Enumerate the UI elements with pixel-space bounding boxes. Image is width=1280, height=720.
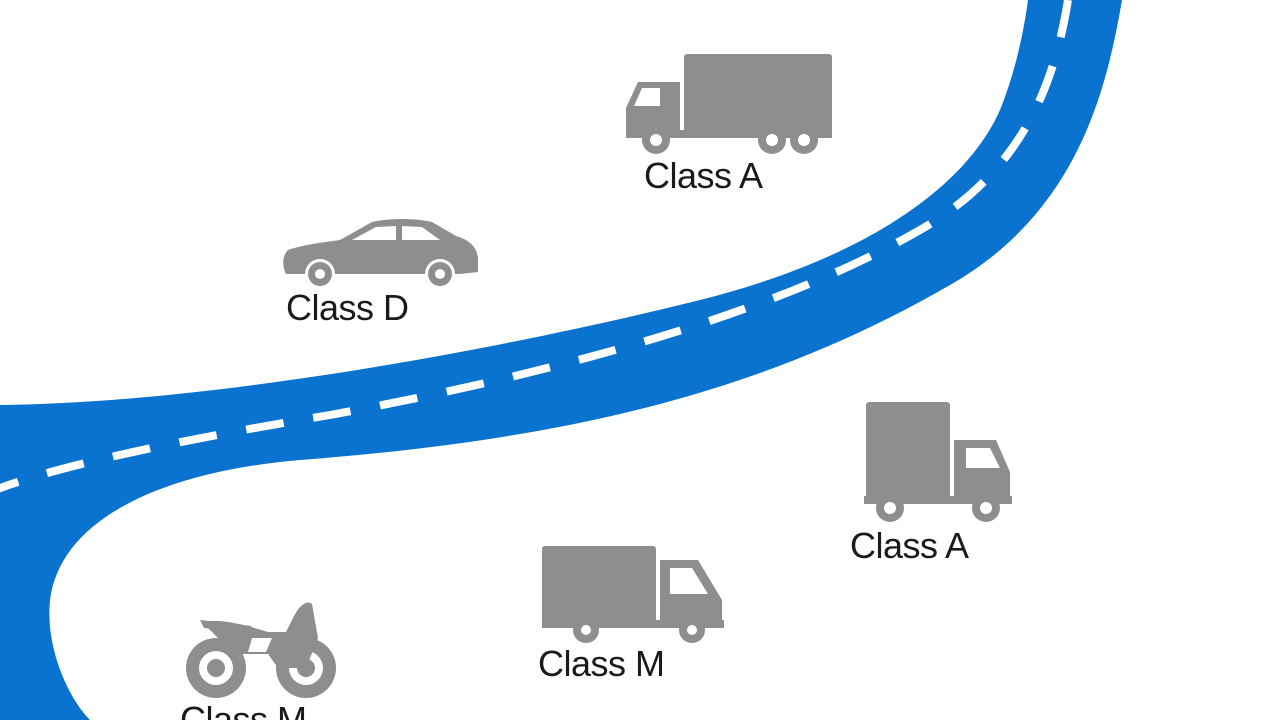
vehicle-class-label: Class M bbox=[180, 699, 307, 720]
road-surface bbox=[0, 0, 1122, 720]
vehicle-class-label: Class A bbox=[850, 525, 969, 566]
box-truck-icon bbox=[626, 54, 832, 154]
box-truck-icon bbox=[864, 402, 1012, 522]
sedan-car-icon bbox=[283, 219, 478, 289]
box-truck-icon bbox=[542, 546, 724, 643]
motorcycle-icon bbox=[186, 602, 336, 698]
vehicle-class-label: Class D bbox=[286, 287, 409, 328]
vehicle-class-label: Class A bbox=[644, 155, 763, 196]
lane-marking bbox=[0, 0, 1068, 490]
vehicle-class-label: Class M bbox=[538, 643, 665, 684]
